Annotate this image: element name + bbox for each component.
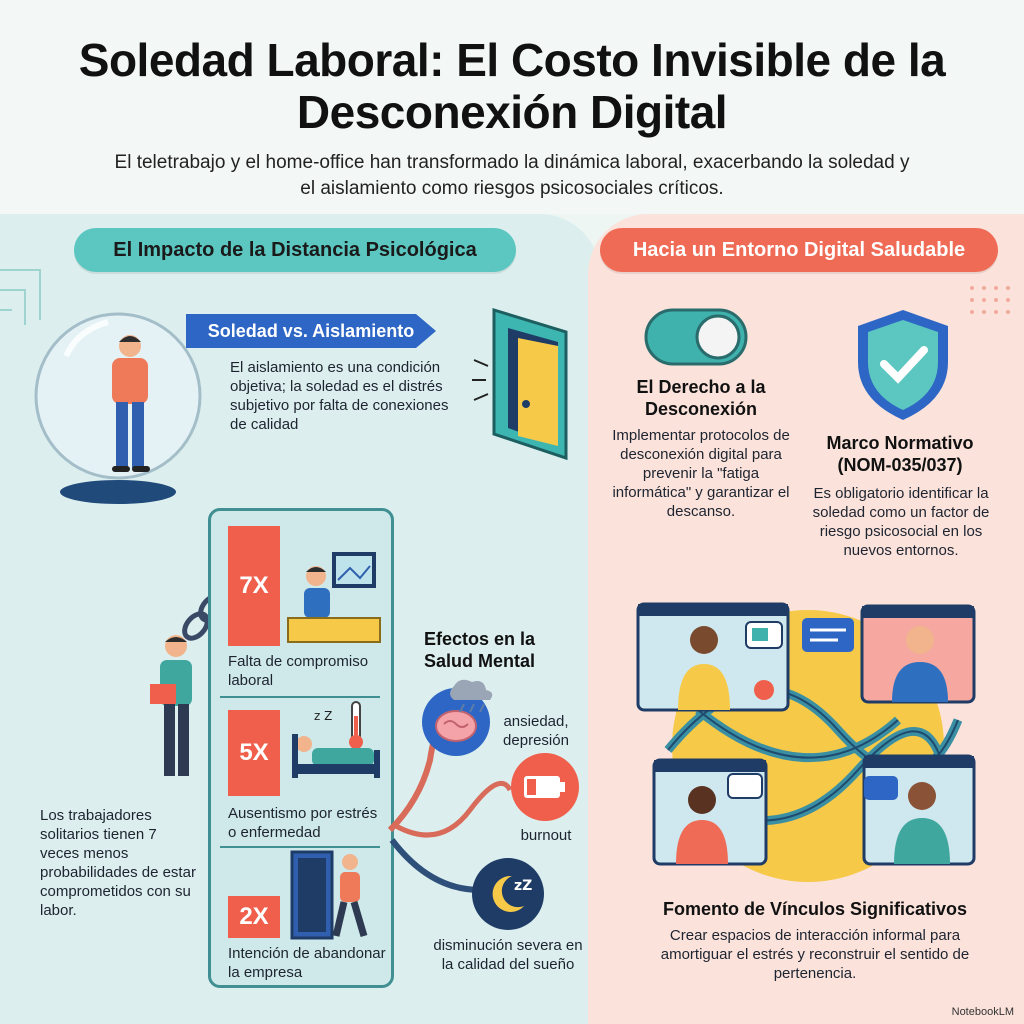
disconnect-title: El Derecho a la Desconexión (636, 377, 766, 419)
moon-sleep-icon: zZ (472, 858, 544, 930)
isolation-text: El aislamiento es una condición objetiva… (230, 359, 449, 433)
low-battery-icon (511, 753, 579, 821)
stat-label-2: Ausentismo por estrés o enfermedad (228, 805, 378, 841)
circuit-lines-icon (0, 269, 41, 325)
stat-divider-2 (220, 846, 380, 848)
toggle-switch-icon (644, 308, 748, 366)
stat-label-3: Intención de abandonar la empresa (228, 945, 386, 981)
video-call-network-icon (636, 602, 976, 882)
bonds-text: Crear espacios de interacción informal p… (660, 927, 970, 982)
effect-label-burnout: burnout (520, 827, 572, 844)
stat-value-3: 2X (228, 896, 280, 938)
isolation-banner: Soledad vs. Aislamiento (186, 314, 436, 348)
header: Soledad Laboral: El Costo Invisible de l… (0, 0, 1024, 214)
solitary-workers-note: Los trabajadores solitarios tienen 7 vec… (40, 807, 196, 919)
person-leaving-door-icon (290, 850, 368, 940)
bonds-title: Fomento de Vínculos Significativos (662, 899, 968, 919)
section-title-left: El Impacto de la Distancia Psicológica (74, 228, 516, 272)
brain-cloud-icon (422, 679, 493, 756)
glass-sphere-person-icon (34, 312, 202, 504)
section-title-right: Hacia un Entorno Digital Saludable (600, 228, 998, 272)
svg-text:zZ: zZ (514, 878, 532, 894)
stat-label-1: Falta de compromiso laboral (228, 653, 369, 689)
shield-check-icon (858, 310, 948, 420)
stat-value-1: 7X (228, 526, 280, 646)
page-title: Soledad Laboral: El Costo Invisible de l… (78, 34, 946, 138)
open-door-icon (472, 307, 568, 461)
framework-title: Marco Normativo (NOM-035/037) (826, 433, 974, 475)
sick-in-bed-icon: z Z (292, 701, 380, 778)
stat-value-2: 5X (228, 710, 280, 796)
notebooklm-brand: NotebookLM (951, 1006, 1014, 1018)
effect-label-sleep: disminución severa en la calidad del sue… (433, 937, 583, 973)
page-subtitle: El teletrabajo y el home-office han tran… (114, 152, 910, 199)
mental-health-title: Efectos en la Salud Mental (424, 629, 536, 671)
dots-pattern-icon (970, 286, 1010, 314)
disconnect-text: Implementar protocolos de desconexión di… (612, 427, 790, 520)
effect-label-anxiety: ansiedad, depresión (503, 713, 569, 749)
stat-divider-1 (220, 696, 380, 698)
framework-text: Es obligatorio identificar la soledad co… (812, 485, 990, 559)
svg-text:z Z: z Z (314, 709, 332, 723)
person-holding-folder-icon (150, 635, 192, 776)
worker-at-desk-icon (287, 552, 381, 643)
